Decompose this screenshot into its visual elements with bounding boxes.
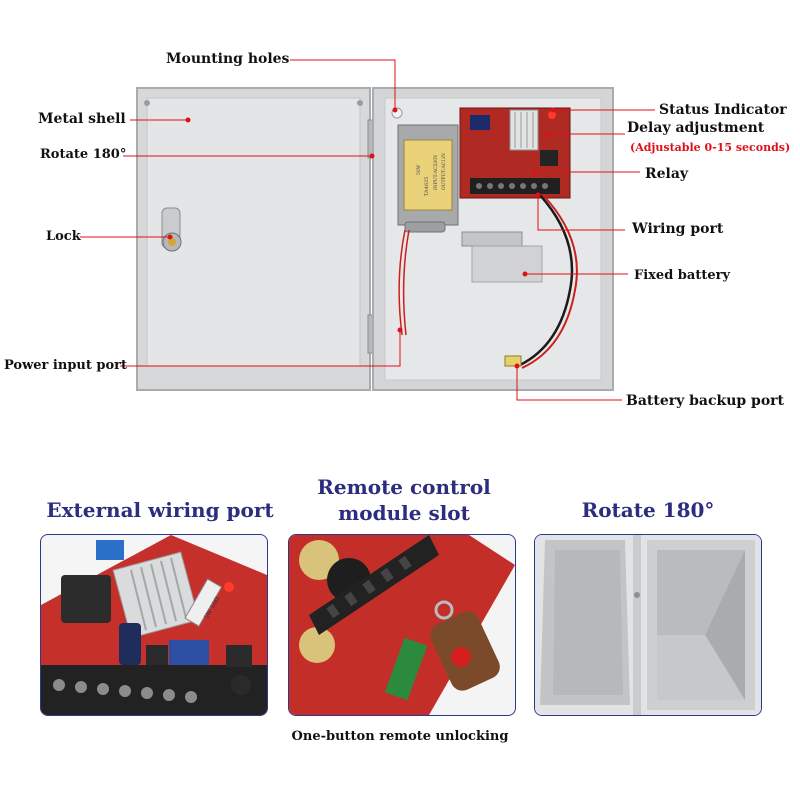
label-battery-backup-port: Battery backup port	[626, 393, 785, 409]
transformer-output-text: OUTPUT:AC12V	[441, 152, 447, 190]
pcb-closeup-image: 5W 10Ω	[41, 535, 267, 715]
label-fixed-battery: Fixed battery	[634, 268, 731, 283]
transformer-model-text: TA4635	[424, 177, 430, 196]
lock-icon	[161, 207, 182, 252]
label-rotate-180: Rotate 180°	[40, 147, 127, 162]
label-lock: Lock	[46, 229, 81, 244]
transformer	[397, 124, 459, 233]
remote-key-fob-icon	[430, 600, 500, 691]
transformer-input-text: INPUT:AC220V	[433, 154, 439, 190]
label-delay-adjustment: Delay adjustment	[627, 120, 765, 136]
enclosure-diagram: TA4635 INPUT:AC220V OUTPUT:AC12V 50W	[80, 59, 655, 401]
transformer-power-text: 50W	[416, 164, 422, 175]
label-delay-note: (Adjustable 0-15 seconds)	[630, 141, 791, 154]
panel-title-external-wiring-port: External wiring port	[46, 498, 274, 522]
label-metal-shell: Metal shell	[38, 111, 126, 127]
panel-external-wiring-port: 5W 10Ω	[40, 534, 268, 716]
remote-module-image	[289, 535, 515, 715]
panel-rotate-180	[534, 534, 762, 716]
caption-one-button-remote: One-button remote unlocking	[291, 729, 509, 744]
panel-title-remote-control: Remote control	[317, 475, 491, 499]
open-enclosure-image	[535, 535, 761, 715]
label-mounting-holes: Mounting holes	[166, 51, 290, 67]
panel-title-rotate-180: Rotate 180°	[581, 498, 715, 522]
panel-remote-control-module-slot	[288, 534, 516, 716]
panel-title-module-slot: module slot	[338, 501, 470, 525]
label-wiring-port: Wiring port	[632, 221, 724, 237]
pcb-board	[459, 107, 571, 199]
label-relay: Relay	[645, 166, 689, 182]
label-status-indicator: Status Indicator	[659, 102, 787, 118]
label-power-input-port: Power input port	[4, 358, 128, 373]
